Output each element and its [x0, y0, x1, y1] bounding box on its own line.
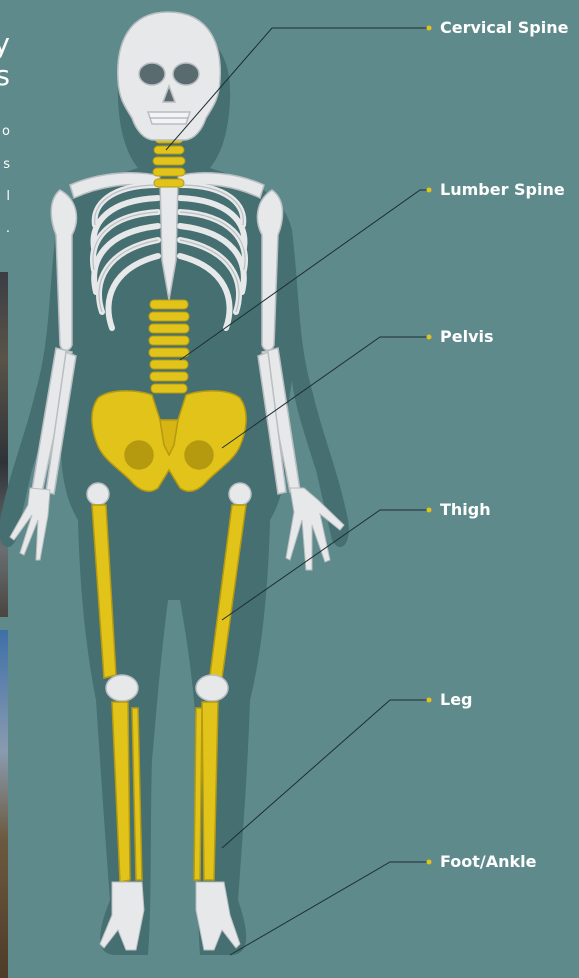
label-foot-ankle: Foot/Ankle [440, 852, 537, 871]
label-cervical-spine: Cervical Spine [440, 18, 568, 37]
knee-caps [106, 675, 228, 701]
cervical-vertebrae [153, 135, 185, 187]
skull [118, 12, 220, 140]
label-leg: Leg [440, 690, 473, 709]
leader-dots [427, 26, 432, 865]
label-lumber-spine: Lumber Spine [440, 180, 565, 199]
label-thigh: Thigh [440, 500, 491, 519]
label-pelvis: Pelvis [440, 327, 494, 346]
